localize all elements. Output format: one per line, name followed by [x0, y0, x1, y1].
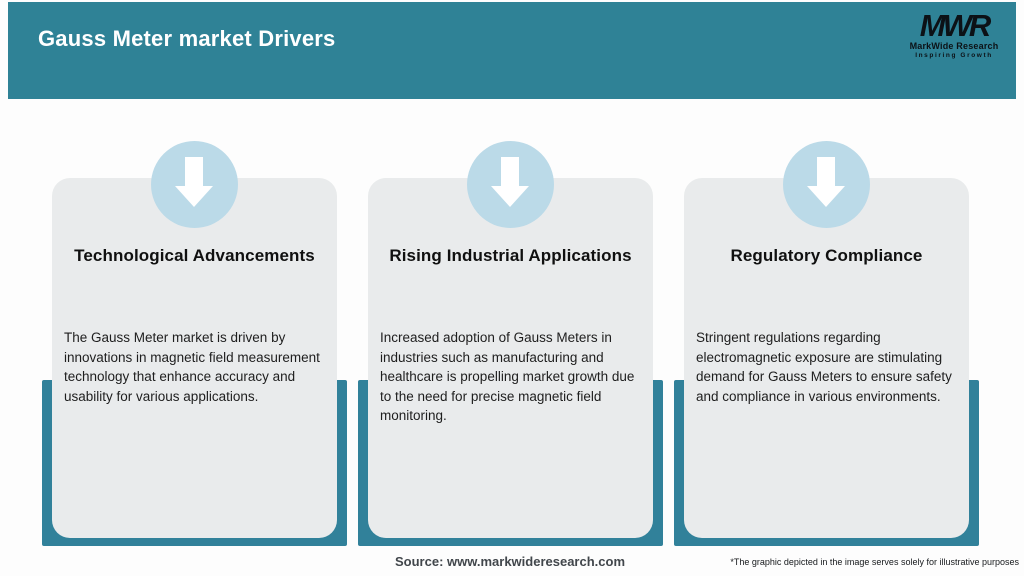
down-arrow-icon — [491, 156, 529, 207]
logo-monogram: MWR — [919, 8, 991, 43]
card-description: Stringent regulations regarding electrom… — [696, 330, 952, 404]
card-description: Increased adoption of Gauss Meters in in… — [380, 330, 635, 423]
card-title: Regulatory Compliance — [730, 246, 923, 265]
card-description: The Gauss Meter market is driven by inno… — [64, 330, 320, 404]
page-title: Gauss Meter market Drivers — [38, 26, 336, 51]
logo-tagline: Inspiring Growth — [915, 52, 993, 59]
down-arrow-badge — [150, 141, 238, 228]
driver-card: Regulatory Compliance Stringent regulati… — [684, 178, 969, 538]
driver-card: Rising Industrial Applications Increased… — [368, 178, 653, 538]
logo-name: MarkWide Research — [909, 41, 999, 51]
driver-card: Technological Advancements The Gauss Met… — [52, 178, 337, 538]
card-title: Technological Advancements — [74, 246, 315, 265]
brand-logo: MWR MarkWide Research Inspiring Growth — [904, 8, 1004, 59]
down-arrow-icon — [175, 156, 213, 207]
footer-disclaimer: *The graphic depicted in the image serve… — [730, 557, 1019, 567]
down-arrow-badge — [466, 141, 554, 228]
card-title: Rising Industrial Applications — [389, 246, 632, 265]
down-arrow-badge — [782, 141, 870, 228]
driver-column-1: Technological Advancements The Gauss Met… — [42, 141, 347, 546]
down-arrow-icon — [807, 156, 845, 207]
footer-source: Source: www.markwideresearch.com — [395, 554, 626, 569]
driver-column-2: Rising Industrial Applications Increased… — [358, 141, 663, 546]
driver-column-3: Regulatory Compliance Stringent regulati… — [674, 141, 979, 546]
header-banner: Gauss Meter market Drivers MWR MarkWide … — [8, 2, 1016, 99]
